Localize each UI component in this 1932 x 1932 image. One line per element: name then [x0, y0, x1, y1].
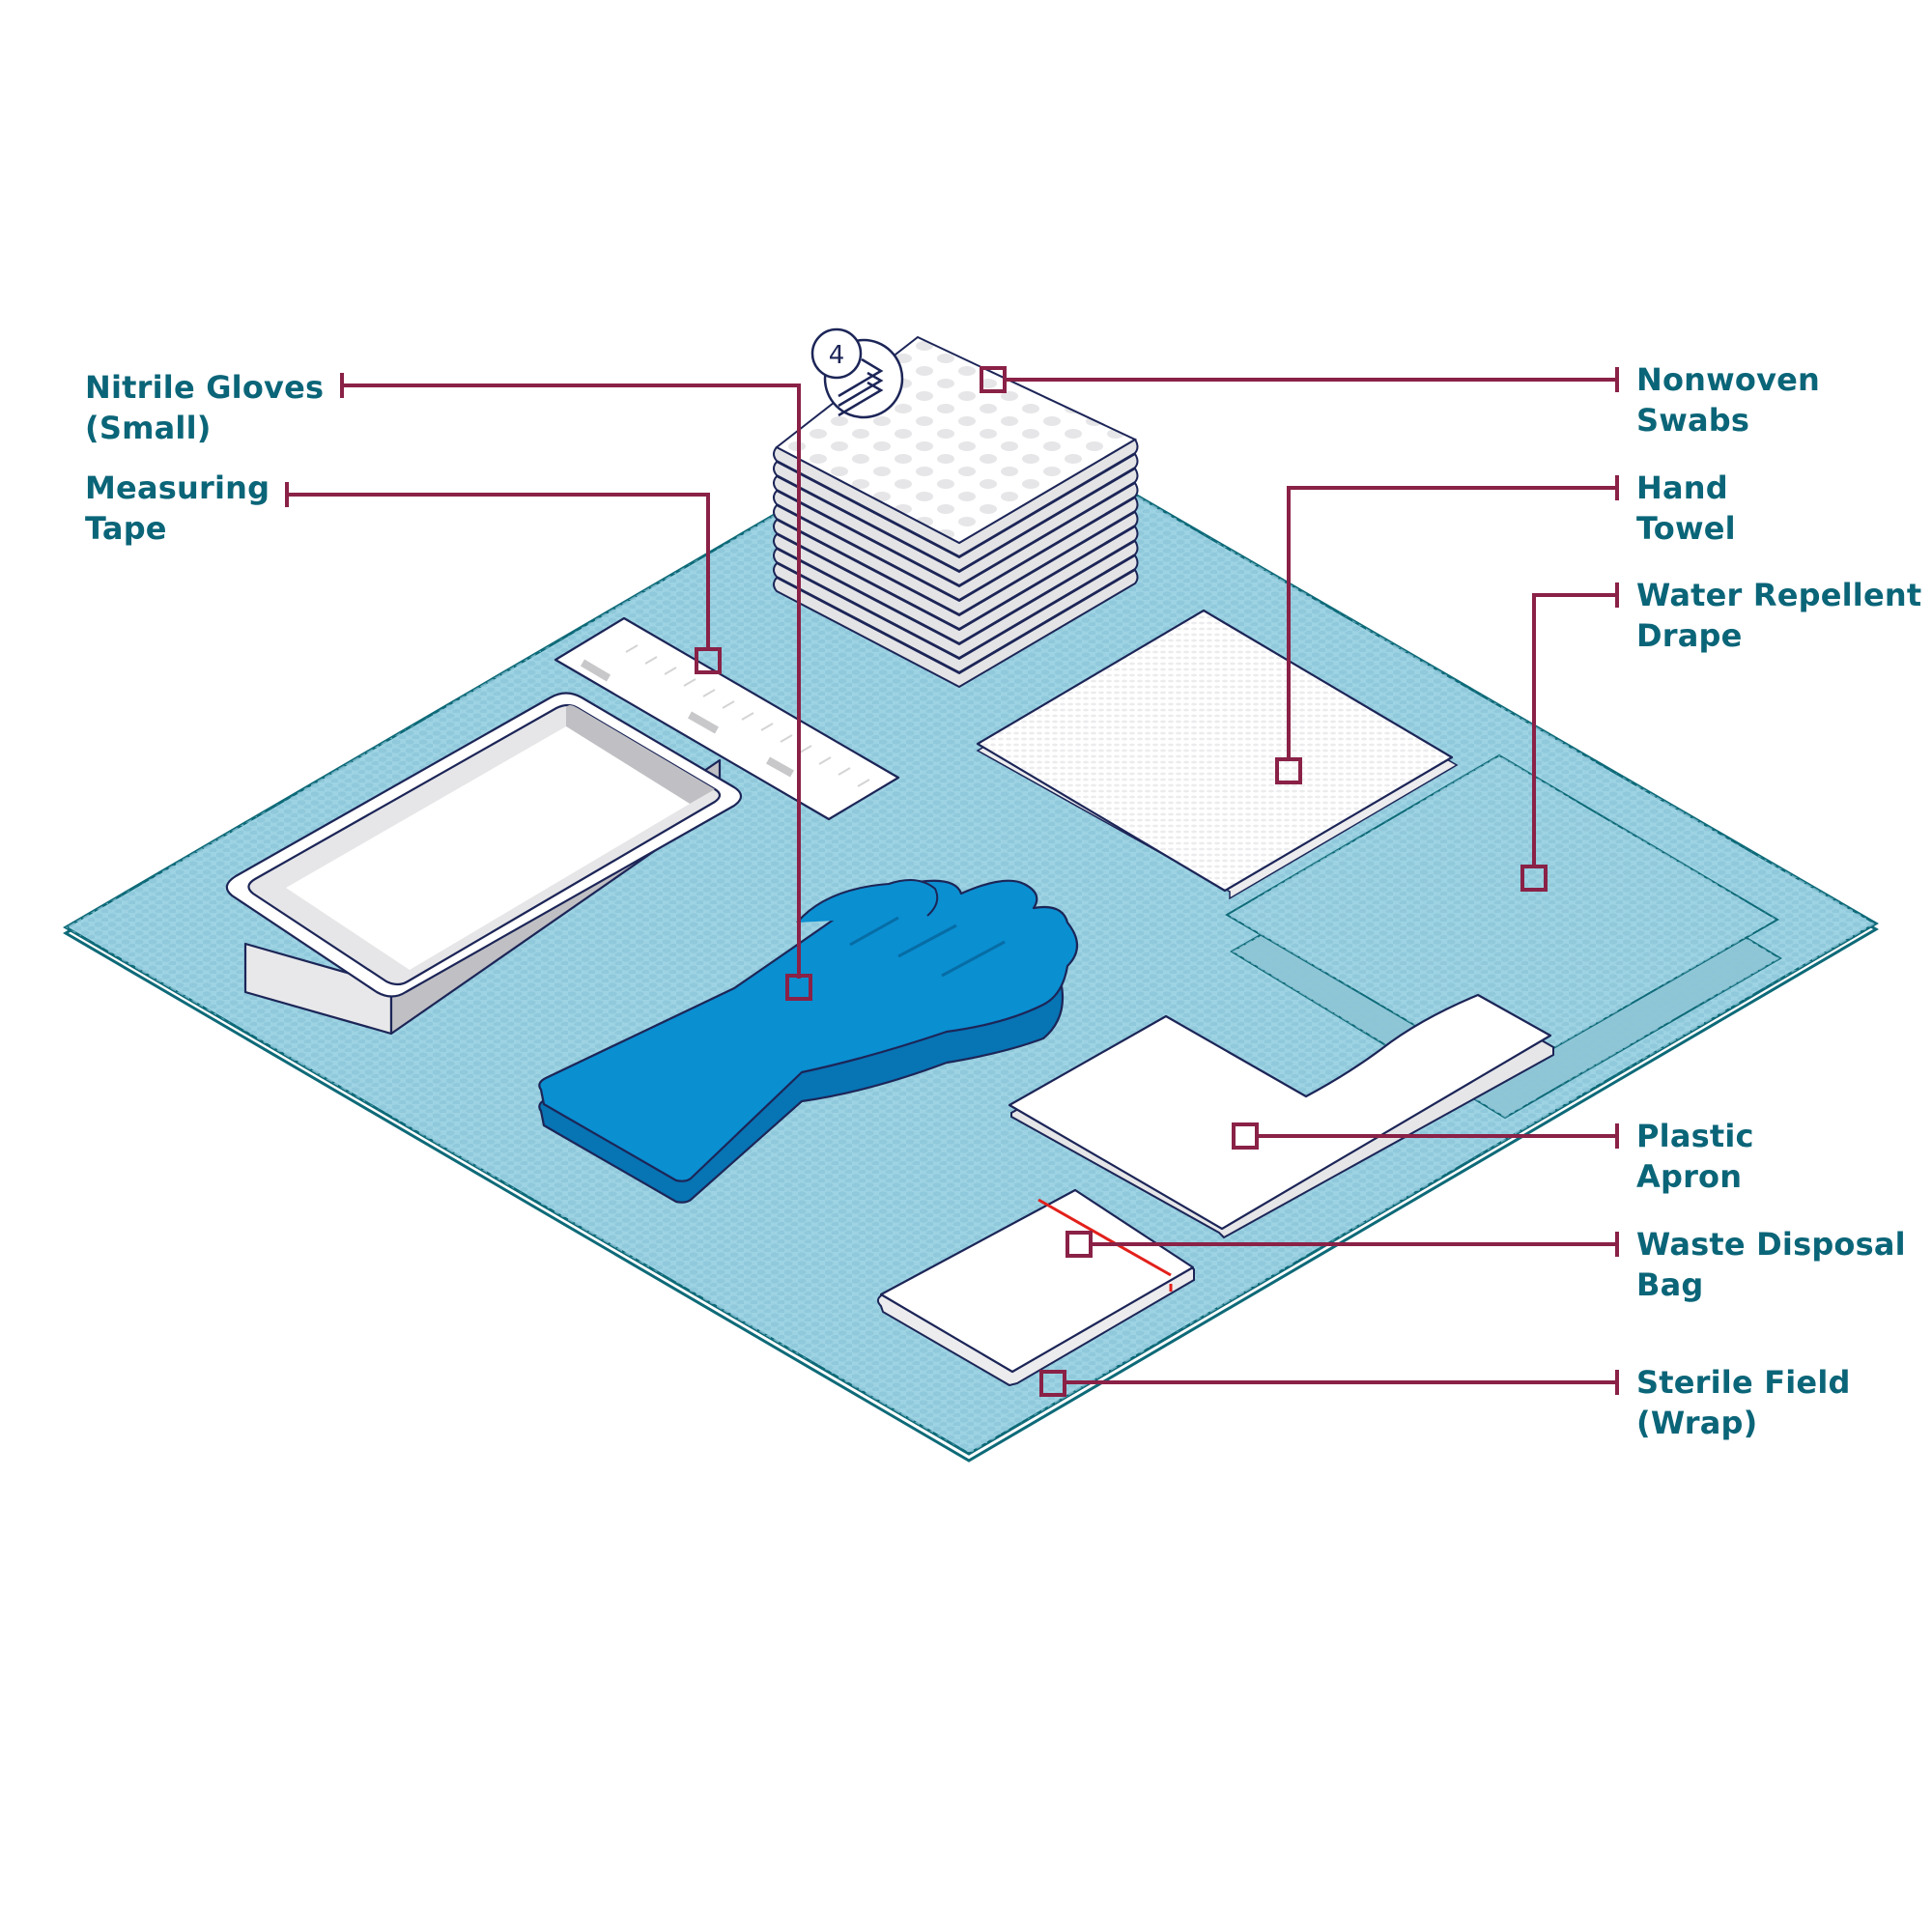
waste-disposal-bag: [877, 1188, 1195, 1387]
swab-count-badge: 4: [810, 327, 904, 419]
swab-layer: [773, 467, 1139, 587]
stacked-sheets-icon: [838, 357, 884, 417]
leader-lines: [285, 366, 1619, 1397]
swab-layer: [773, 496, 1139, 616]
swab-layer: [773, 554, 1139, 674]
label-sterile-field: Sterile Field (Wrap): [1636, 1364, 1851, 1441]
label-hand-towel: Hand Towel: [1636, 469, 1736, 547]
swab-layer: [773, 568, 1139, 689]
label-water-repellent-drape: Water Repellent Drape: [1636, 577, 1922, 654]
swab-layer: [773, 525, 1139, 645]
label-nonwoven-swabs: Nonwoven Swabs: [1636, 361, 1821, 439]
water-repellent-drape: [1225, 753, 1782, 1120]
tray: [225, 692, 743, 1036]
label-waste-disposal-bag: Waste Disposal Bag: [1636, 1226, 1906, 1303]
measuring-tape: [554, 616, 900, 821]
swab-layer: [773, 452, 1139, 573]
label-measuring-tape: Measuring Tape: [85, 469, 270, 547]
bag-red-stripe: [1037, 1198, 1172, 1277]
plastic-apron: [1008, 993, 1554, 1239]
nitrile-gloves: [538, 879, 1079, 1204]
swab-layer: [773, 510, 1139, 631]
label-nitrile-gloves: Nitrile Gloves (Small): [85, 369, 325, 446]
hand-towel: [976, 609, 1459, 900]
swab-layer: [773, 539, 1139, 660]
swab-layer: [773, 481, 1139, 602]
swab-layer: [773, 438, 1139, 558]
swab-count: 4: [829, 341, 845, 370]
label-plastic-apron: Plastic Apron: [1636, 1118, 1754, 1195]
